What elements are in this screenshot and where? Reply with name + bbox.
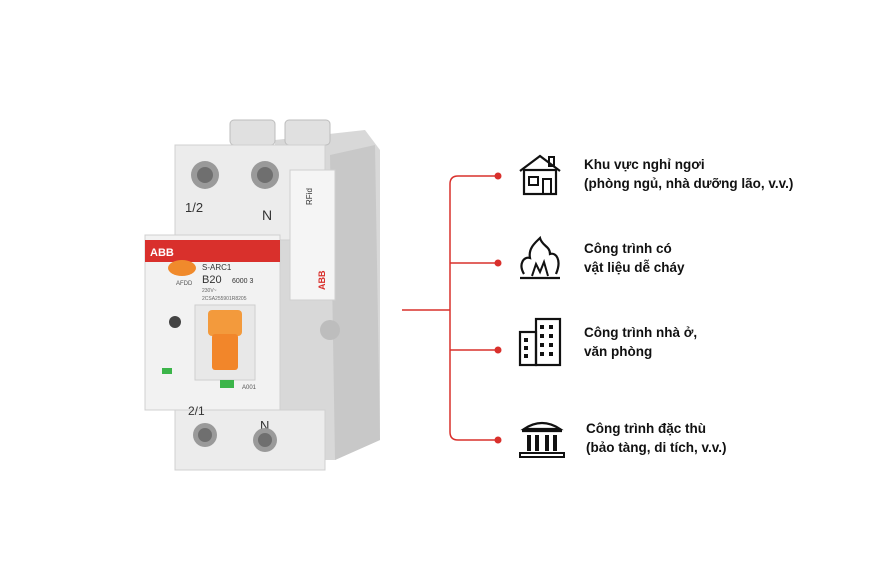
fire-icon [510,234,570,282]
brand-stripe [145,240,280,262]
application-item: Công trình nhà ở, văn phòng [510,317,698,367]
house-icon [510,150,570,198]
museum-icon [512,414,572,462]
rating-label: B20 [202,274,222,286]
rfid-label: RFid [305,188,314,205]
office-building-icon [510,317,570,367]
item-subtitle: (bảo tàng, di tích, v.v.) [586,440,727,455]
item-title: Công trình nhà ở, [584,325,698,340]
side-brand-logo: ABB [317,270,327,290]
application-item: Khu vực nghỉ ngơi (phòng ngủ, nhà dưỡng … [510,150,793,198]
item-title: Công trình đặc thù [586,421,706,436]
brand-logo: ABB [150,247,174,259]
item-subtitle: văn phòng [584,344,653,359]
terminal-top-right-label: N [262,207,272,223]
terminal-bottom-right-label: N [260,418,269,433]
lower-code: A001 [242,385,257,391]
product-code: 2CSA255901R8205 [202,296,247,302]
item-title: Công trình có [584,241,672,256]
voltage-label: 230V~ [202,288,217,294]
application-item: Công trình đặc thù (bảo tàng, di tích, v… [512,414,727,462]
item-subtitle: vật liệu dễ cháy [584,260,685,275]
arc-fault-breaker-image: 1/2 N ABB AFDD S-ARC1 B20 6000 3 230V~ 2… [144,119,380,471]
afdd-label: AFDD [176,281,193,287]
item-title: Khu vực nghỉ ngơi [584,157,705,172]
breaking-capacity: 6000 3 [232,278,254,285]
model-label: S-ARC1 [202,263,232,272]
item-subtitle: (phòng ngủ, nhà dưỡng lão, v.v.) [584,176,794,191]
application-item: Công trình có vật liệu dễ cháy [510,234,685,282]
terminal-top-left-label: 1/2 [185,200,203,215]
terminal-bottom-left-label: 2/1 [188,404,205,418]
